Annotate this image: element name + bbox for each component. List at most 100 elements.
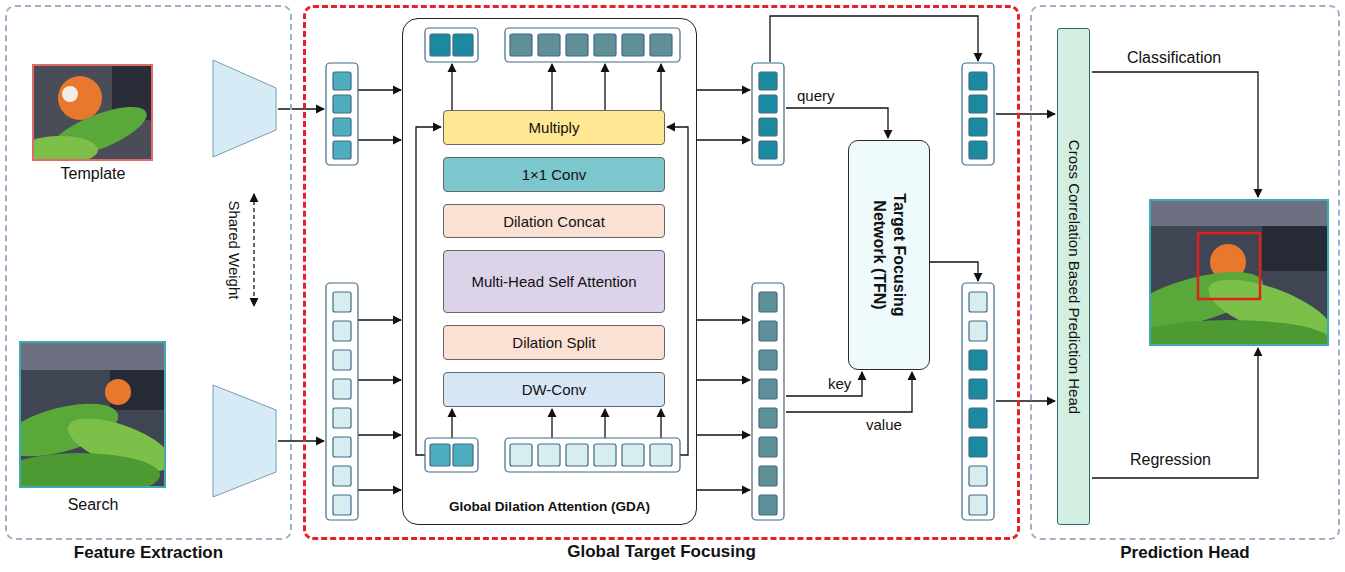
- flow-arrow: [358, 89, 401, 90]
- token-column: [333, 466, 351, 486]
- flow-arrow: [660, 64, 661, 110]
- flow-arrow: [786, 108, 888, 138]
- token-row: [650, 444, 672, 466]
- flow-arrow: [786, 372, 862, 396]
- token-column: [759, 292, 777, 312]
- flow-arrow: [278, 440, 324, 441]
- flow-arrow: [996, 400, 1055, 401]
- node-text: Global Dilation Attention (GDA): [403, 499, 696, 514]
- token-column: [759, 95, 777, 113]
- flow-arrow: [358, 434, 401, 435]
- token-row: [566, 34, 588, 56]
- token-column: [326, 63, 994, 520]
- token-column: [333, 321, 351, 341]
- layer-box: Multi-Head Self Attention: [443, 250, 665, 313]
- token-row: [510, 34, 532, 56]
- free-label: Regression: [1130, 451, 1211, 469]
- node-text: Dilation Concat: [503, 213, 605, 230]
- stage-region: Global Target FocusingGlobal Dilation At…: [303, 5, 1020, 540]
- layer-box: Multiply: [443, 110, 665, 145]
- backbone-trapezoid: [213, 385, 276, 497]
- flow-arrow: [1092, 348, 1258, 478]
- node-text: Prediction Head: [1012, 543, 1345, 563]
- token-column: [333, 72, 351, 159]
- search-image: [20, 453, 160, 487]
- token-column: [752, 63, 784, 165]
- flow-arrow: [451, 64, 452, 110]
- token-column: [759, 118, 777, 136]
- layer-box: Dilation Concat: [443, 204, 665, 238]
- token-column: [759, 72, 777, 159]
- token-row: [425, 28, 680, 472]
- token-column: [969, 72, 987, 90]
- token-column: [759, 408, 777, 428]
- token-column: [969, 408, 987, 428]
- token-column: [333, 495, 351, 515]
- node-text: Target Focusing Network (TFN): [869, 160, 909, 350]
- token-column: [969, 321, 987, 341]
- template-image: [22, 65, 153, 167]
- search-image: [105, 379, 131, 405]
- flow-arrow: [697, 379, 750, 380]
- token-column: [969, 495, 987, 515]
- flow-arrow: [697, 319, 750, 320]
- flow-arrow: [1092, 72, 1258, 197]
- layer-box: 1×1 Conv: [443, 157, 665, 192]
- token-column: [333, 437, 351, 457]
- token-column: [969, 466, 987, 486]
- flow-arrow: [551, 64, 552, 110]
- token-row: [430, 34, 473, 56]
- token-row: [622, 34, 644, 56]
- flow-arrow: [278, 108, 324, 109]
- token-column: [969, 141, 987, 159]
- token-row: [453, 444, 473, 466]
- module-box: Global Dilation Attention (GDA) Multiply 1…: [402, 18, 697, 525]
- token-column: [759, 350, 777, 370]
- token-column: [969, 118, 987, 136]
- search-image: [0, 342, 179, 497]
- token-column: [333, 141, 351, 159]
- flow-arrow: [253, 194, 254, 306]
- token-row: [594, 34, 616, 56]
- search-image: [20, 342, 165, 487]
- result-image: [1198, 233, 1260, 299]
- free-label: query: [797, 87, 835, 104]
- token-row: [430, 444, 450, 466]
- token-column: [333, 350, 351, 370]
- token-column: [333, 118, 351, 136]
- token-column: [759, 141, 777, 159]
- layer-box: DW-Conv: [443, 372, 665, 407]
- node-text: 1×1 Conv: [522, 166, 587, 183]
- token-column: [333, 292, 351, 515]
- node-text: Global Target Focusing: [286, 542, 1037, 562]
- node-text: Cross Correlation Based Prediction Head: [1065, 139, 1082, 413]
- flow-arrow: [697, 434, 750, 435]
- backbone-trapezoid: [213, 60, 276, 157]
- node-text: DW-Conv: [522, 381, 587, 398]
- flow-arrow: [358, 319, 401, 320]
- backbone-trapezoid: [213, 60, 276, 497]
- flow-arrow: [786, 372, 912, 412]
- result-image: [1262, 226, 1328, 271]
- free-label: Search: [68, 496, 119, 514]
- flow-arrow: [358, 139, 401, 140]
- free-label: value: [866, 416, 902, 433]
- token-column: [969, 95, 987, 113]
- free-label: Shared Weight: [226, 201, 243, 300]
- flow-arrow: [660, 409, 661, 438]
- token-column: [759, 379, 777, 399]
- token-column: [333, 72, 351, 90]
- node-text: Dilation Split: [512, 334, 595, 351]
- token-column: [333, 292, 351, 312]
- token-column: [969, 72, 987, 159]
- token-column: [759, 292, 777, 515]
- flow-arrow: [697, 489, 750, 490]
- flow-arrow: [930, 262, 978, 281]
- template-image: [33, 65, 152, 160]
- head-box: Cross Correlation Based Prediction Head: [1057, 28, 1090, 525]
- token-row: [538, 444, 560, 466]
- search-image: [20, 342, 165, 370]
- token-column: [962, 283, 994, 520]
- stage-region: Feature Extraction: [5, 5, 292, 540]
- token-column: [969, 437, 987, 457]
